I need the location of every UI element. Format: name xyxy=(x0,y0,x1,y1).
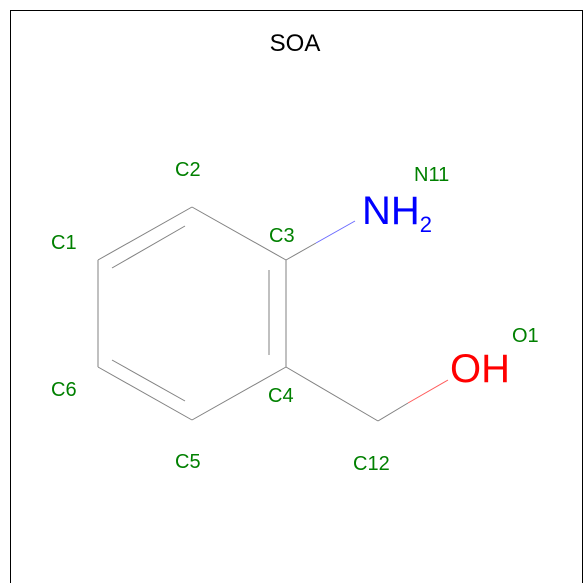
amine-subscript: 2 xyxy=(420,212,432,237)
atom-label-c3: C3 xyxy=(269,225,295,247)
benzene-ring xyxy=(97,206,287,421)
amine-group: NH2 xyxy=(362,189,432,237)
bond-c3-n11-blue xyxy=(315,220,356,244)
atom-label-c6: C6 xyxy=(51,379,77,401)
bond-c4-c5 xyxy=(191,366,287,421)
double-bond-c5-c6 xyxy=(111,359,186,402)
bond-c3-n11-gray xyxy=(285,242,317,261)
atom-label-c4: C4 xyxy=(268,385,294,407)
atom-label-n11: N11 xyxy=(414,164,449,186)
bond-c12-o1-red xyxy=(407,379,449,404)
atom-label-c2: C2 xyxy=(175,159,201,181)
hydroxyl-group: OH xyxy=(450,347,510,391)
atom-label-c5: C5 xyxy=(175,451,201,473)
bond-c5-c6 xyxy=(97,366,193,421)
diagram-border xyxy=(10,10,583,583)
double-bond-c1-c2 xyxy=(111,225,186,269)
bond-c4-c12 xyxy=(285,366,379,422)
amine-symbol: NH xyxy=(362,189,420,233)
atom-label-c12: C12 xyxy=(353,453,390,475)
diagram-title: SOA xyxy=(270,30,321,57)
bond-c2-c3 xyxy=(191,206,287,261)
atom-label-c1: C1 xyxy=(51,232,77,254)
bond-c1-c2 xyxy=(97,206,193,261)
atom-label-o1: O1 xyxy=(512,325,539,347)
bond-c12-o1-gray xyxy=(377,402,409,422)
